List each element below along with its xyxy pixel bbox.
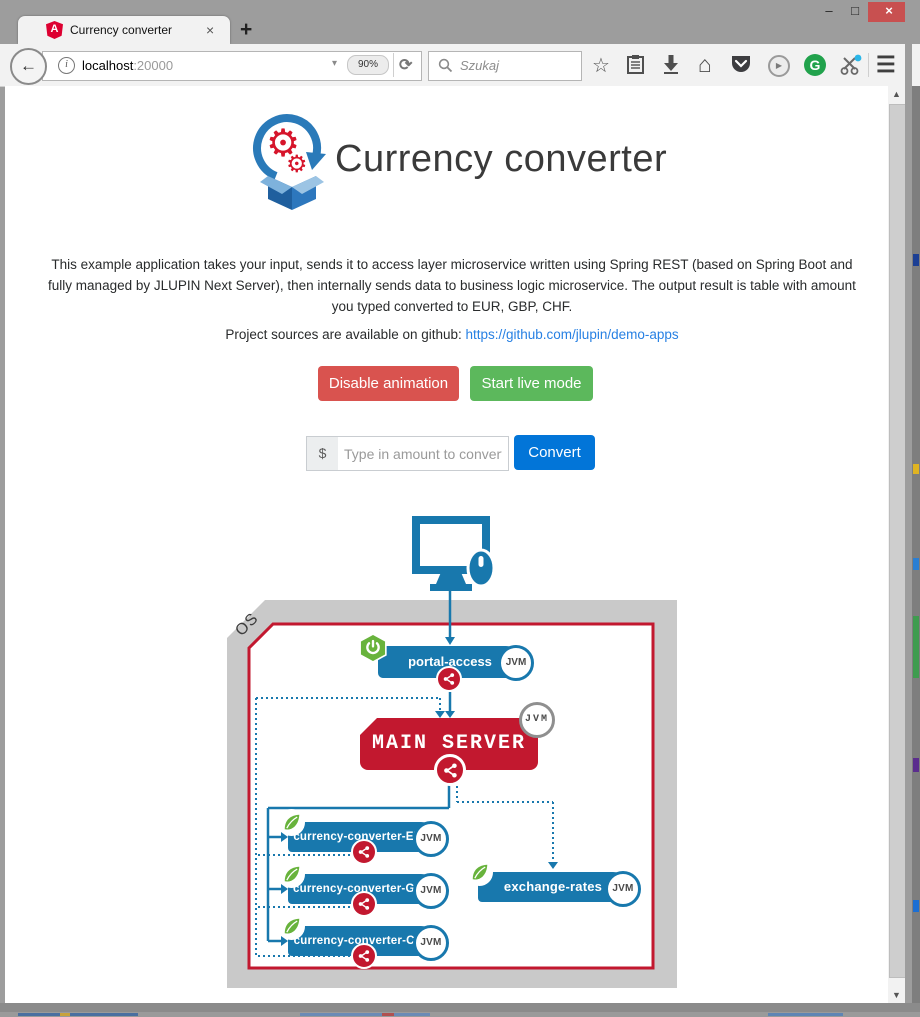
desktop-behind-window: [912, 86, 920, 1017]
jvm-badge: JVM: [413, 821, 449, 857]
desktop-artifact: [18, 1013, 138, 1016]
divider: [868, 53, 869, 77]
search-icon: [438, 58, 453, 73]
github-link[interactable]: https://github.com/jlupin/demo-apps: [465, 327, 679, 342]
divider: [393, 53, 394, 77]
main-server-label: MAIN SERVER: [371, 732, 527, 755]
share-icon: [434, 754, 466, 786]
node-currency-converter-chf: currency-converter-CHF JVM: [278, 913, 449, 969]
hamburger-menu-icon[interactable]: ☰: [876, 52, 896, 77]
currency-converter-gbp-label: currency-converter-GBP: [293, 883, 431, 895]
search-field[interactable]: [428, 51, 582, 81]
jvm-badge: JVM: [498, 645, 534, 681]
desktop-artifact: [913, 464, 919, 474]
currency-prefix-addon: $: [306, 436, 339, 471]
spring-boot-icon: [359, 633, 387, 663]
window-close-button[interactable]: ×: [868, 2, 910, 22]
node-exchange-rates: exchange-rates JVM: [466, 859, 641, 907]
sources-prefix: Project sources are available on github:: [225, 327, 466, 342]
node-main-server: MAIN SERVER JVM: [359, 702, 555, 786]
desktop-artifact: [913, 900, 919, 912]
new-tab-button[interactable]: +: [240, 18, 253, 41]
exchange-rates-label: exchange-rates: [503, 879, 603, 894]
url-port: :20000: [133, 58, 174, 73]
share-icon: [351, 891, 377, 917]
clipboard-icon[interactable]: [626, 54, 645, 75]
site-info-icon[interactable]: i: [58, 57, 75, 74]
desktop-artifact: [300, 1013, 430, 1016]
app-logo-icon: ⚙ ⚙: [253, 114, 326, 210]
portal-access-label: portal-access: [408, 654, 492, 669]
desktop-artifact: [913, 558, 919, 570]
disable-animation-button[interactable]: Disable animation: [318, 366, 459, 401]
bookmark-star-icon[interactable]: ☆: [592, 55, 610, 77]
window-minimize-button[interactable]: –: [825, 3, 833, 18]
scroll-up-icon[interactable]: ▲: [892, 89, 901, 99]
desktop-artifact: [913, 254, 919, 266]
zoom-level-badge[interactable]: 90%: [347, 55, 389, 75]
scroll-down-icon[interactable]: ▼: [892, 990, 901, 1000]
url-host: localhost: [82, 58, 134, 73]
pocket-icon[interactable]: [731, 55, 751, 73]
back-button[interactable]: ←: [10, 48, 47, 85]
currency-converter-chf-label: currency-converter-CHF: [293, 935, 431, 947]
url-dropdown-icon[interactable]: ▾: [332, 58, 338, 69]
spring-leaf-icon: [278, 913, 305, 940]
corner-cut: [359, 717, 378, 736]
angular-favicon: A: [46, 21, 63, 39]
page-title: Currency converter: [335, 138, 668, 180]
jvm-badge: JVM: [605, 871, 641, 907]
svg-text:⚙: ⚙: [266, 121, 300, 165]
jvm-badge: JVM: [413, 873, 449, 909]
window-maximize-button[interactable]: □: [851, 3, 859, 18]
search-placeholder: Szukaj: [460, 58, 500, 73]
share-icon: [351, 839, 377, 865]
convert-button[interactable]: Convert: [514, 435, 595, 470]
desktop-artifact: [913, 616, 919, 678]
scissors-icon[interactable]: [840, 54, 862, 76]
share-icon: [436, 666, 462, 692]
tab-title: Currency converter: [70, 23, 173, 37]
node-currency-converter-eur: currency-converter-EUR JVM: [278, 809, 449, 865]
jvm-badge: JVM: [519, 702, 555, 738]
share-icon: [351, 943, 377, 969]
desktop-artifact: [768, 1013, 843, 1016]
browser-tab[interactable]: A Currency converter ×: [18, 16, 230, 44]
window-border: [905, 0, 912, 1017]
node-portal-access: portal-access JVM: [359, 633, 534, 692]
sources-line: Project sources are available on github:…: [0, 327, 904, 342]
desktop-artifact: [382, 1013, 394, 1016]
home-icon[interactable]: ⌂: [698, 51, 712, 77]
start-live-mode-button[interactable]: Start live mode: [470, 366, 593, 401]
scrollbar-thumb[interactable]: [889, 104, 906, 978]
app-description: This example application takes your inpu…: [48, 257, 856, 314]
currency-converter-eur-label: currency-converter-EUR: [293, 831, 431, 843]
reload-icon[interactable]: ⟳: [399, 57, 413, 74]
desktop-artifact: [913, 758, 919, 772]
taskbar-behind-window: [0, 1012, 920, 1017]
download-icon[interactable]: [662, 54, 680, 74]
svg-text:⚙: ⚙: [286, 150, 308, 178]
vertical-scrollbar[interactable]: ▲ ▼: [888, 86, 906, 1003]
amount-input[interactable]: [338, 436, 509, 471]
jvm-badge: JVM: [413, 925, 449, 961]
grammarly-icon[interactable]: G: [804, 54, 826, 76]
computer-icon: [412, 516, 496, 591]
tab-close-icon[interactable]: ×: [206, 22, 215, 38]
node-currency-converter-gbp: currency-converter-GBP JVM: [278, 861, 449, 917]
spring-leaf-icon: [278, 809, 305, 836]
spring-leaf-icon: [466, 859, 493, 886]
url-text[interactable]: localhost:20000: [82, 58, 173, 73]
play-circle-icon[interactable]: ▶: [768, 55, 790, 77]
spring-leaf-icon: [278, 861, 305, 888]
desktop-artifact: [60, 1013, 70, 1016]
window-border: [0, 1003, 920, 1012]
